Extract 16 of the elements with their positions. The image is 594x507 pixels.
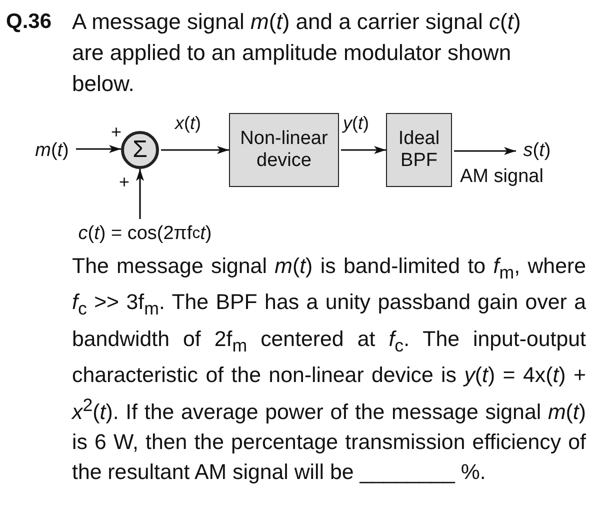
question-text: A message signal m(t) and a carrier signal c(t) are applied to an amplitude modulator shown below.	[72, 8, 522, 98]
summing-junction: Σ	[121, 131, 159, 169]
arrow	[161, 146, 229, 154]
signal-caption: AM signal	[460, 166, 544, 188]
arrow	[76, 145, 121, 153]
arrow	[136, 169, 144, 219]
process-box: Non-linear device	[229, 113, 339, 187]
signal-label: m(t)	[30, 139, 74, 163]
arrow	[341, 146, 386, 154]
process-box: Ideal BPF	[386, 113, 452, 187]
question-number: Q.36	[6, 9, 52, 35]
signal-label: s(t)	[516, 139, 558, 163]
edge-label: y(t)	[342, 113, 370, 133]
arrow	[454, 147, 516, 155]
question-text: The message signal m(t) is band-limited to f$_{m}$, where f$_{c}$ >> 3f$_{m}$. The BPF has a unity passband gain over a bandwidth of 2f$_{m}$ centered at f$_{c}$. The input-output characteristic of the non-linear device is y(t) = 4x(t) + x$^{2}$(t). If the average power of the message signal m(t) is 6 W, then the percentage transmission efficiency of the resultant AM signal will be ________ %.	[72, 253, 586, 486]
edge-label: x(t)	[174, 113, 202, 133]
